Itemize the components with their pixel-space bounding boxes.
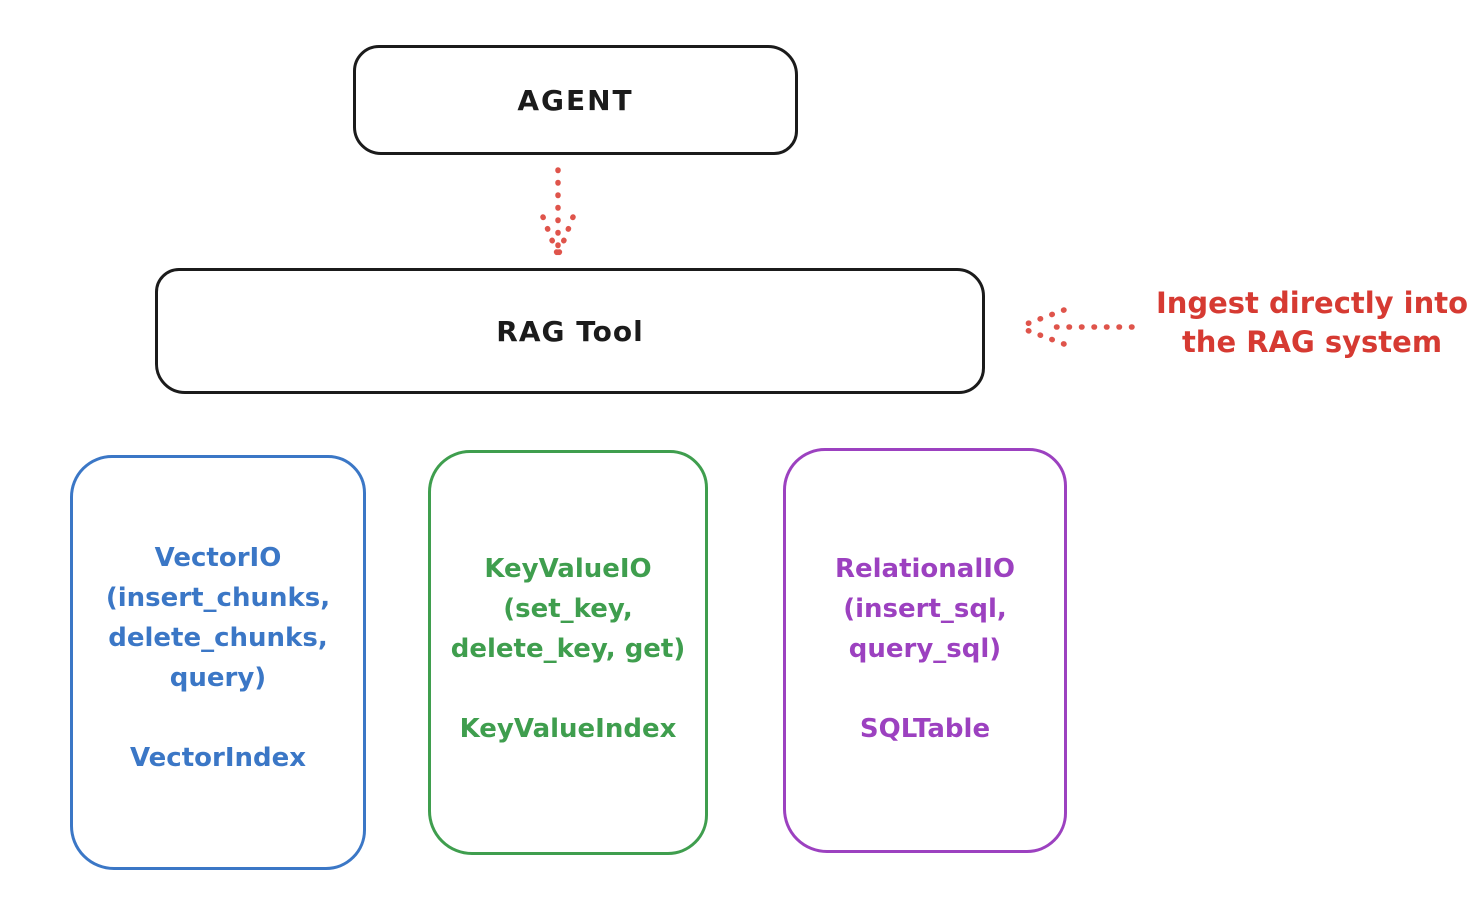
backend-label-line: query_sql): [848, 634, 1002, 664]
arrow-agent-to-ragtool: [538, 165, 578, 270]
backend-label-line: (insert_chunks,: [105, 583, 331, 613]
ingest-annotation-line1: Ingest directly into: [1155, 286, 1469, 320]
backend-label-line: KeyValueIO: [484, 554, 652, 584]
backend-index-label: SQLTable: [859, 714, 991, 744]
arrow-left-icon: [1018, 307, 1135, 347]
rag-tool-node-label: RAG Tool: [496, 314, 644, 348]
backend-label-line: (insert_sql,: [843, 594, 1007, 624]
backend-label-line: query): [169, 663, 267, 693]
arrow-down-icon: [540, 167, 576, 256]
backend-node-relational-io: RelationalIO (insert_sql, query_sql) SQL…: [783, 448, 1067, 853]
backend-label-line: (set_key,: [503, 594, 633, 624]
backend-label-line: delete_key, get): [450, 634, 686, 664]
ingest-annotation-line2: the RAG system: [1181, 325, 1443, 359]
backend-label-line: RelationalIO: [834, 554, 1016, 584]
rag-tool-node: RAG Tool: [155, 268, 985, 394]
backend-index-label: KeyValueIndex: [459, 714, 677, 744]
ingest-annotation: Ingest directly into the RAG system: [1140, 284, 1484, 362]
backend-node-keyvalue-io: KeyValueIO (set_key, delete_key, get) Ke…: [428, 450, 708, 855]
backend-node-vector-io: VectorIO (insert_chunks, delete_chunks, …: [70, 455, 366, 870]
backend-label-line: delete_chunks,: [108, 623, 328, 653]
backend-label-line: VectorIO: [154, 543, 282, 573]
agent-node-label: AGENT: [517, 83, 634, 117]
agent-node: AGENT: [353, 45, 798, 155]
arrow-annotation-to-ragtool: [1012, 303, 1140, 351]
backend-index-label: VectorIndex: [129, 743, 307, 773]
